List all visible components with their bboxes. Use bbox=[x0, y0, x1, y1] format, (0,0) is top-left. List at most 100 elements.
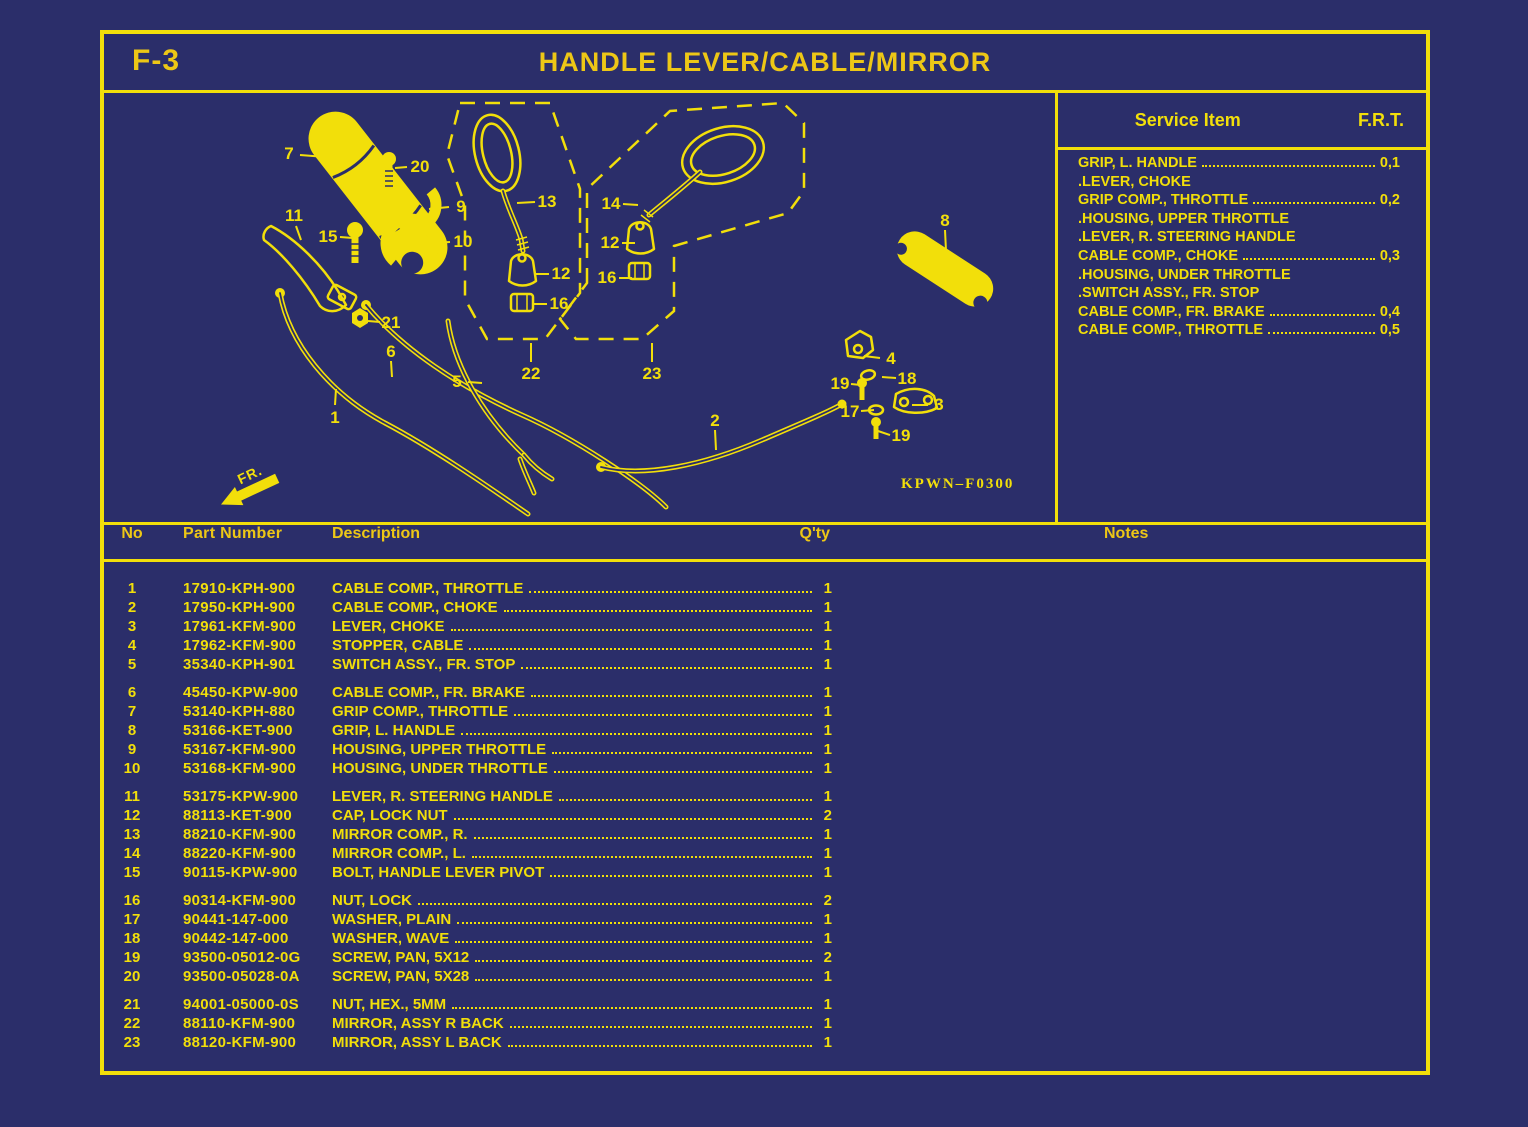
description-text: WASHER, PLAIN bbox=[332, 911, 452, 928]
dotted-leader bbox=[552, 752, 812, 754]
lock-nut-l-part bbox=[627, 261, 652, 281]
cell-no: 3 bbox=[127, 618, 137, 635]
description-text: MIRROR COMP., L. bbox=[332, 845, 466, 862]
fr-direction-arrow: FR. bbox=[220, 462, 280, 506]
callout-leader-line bbox=[299, 154, 327, 158]
diagram-svg: FR. KPWN–F0300 7209101115211312162214121… bbox=[220, 101, 1012, 517]
cell-no: 9 bbox=[127, 741, 137, 758]
description-text: CABLE COMP., FR. BRAKE bbox=[332, 684, 526, 701]
cell-no: 20 bbox=[123, 968, 141, 985]
part-callout-label: 15 bbox=[319, 227, 338, 246]
cell-part-number: 93500-05028-0A bbox=[183, 968, 300, 985]
cell-qty: 1 bbox=[823, 580, 832, 597]
part-callout-label: 11 bbox=[285, 206, 303, 225]
part-callout-label: 19 bbox=[892, 426, 911, 445]
cell-part-number: 45450-KPW-900 bbox=[183, 684, 299, 701]
part-callout-label: 7 bbox=[284, 144, 293, 163]
service-item-title: Service Item bbox=[1134, 109, 1241, 130]
callout-leader-line bbox=[850, 383, 862, 386]
service-item-row: .HOUSING, UNDER THROTTLE bbox=[1058, 267, 1426, 286]
callout-leader-line bbox=[863, 355, 881, 359]
dotted-leader bbox=[514, 714, 812, 716]
description-text: STOPPER, CABLE bbox=[332, 637, 464, 654]
cell-qty: 1 bbox=[823, 930, 832, 947]
cell-qty: 2 bbox=[823, 807, 832, 824]
cell-no: 15 bbox=[123, 864, 141, 881]
description-text: CABLE COMP., CHOKE bbox=[332, 599, 498, 616]
part-callout-label: 20 bbox=[411, 157, 430, 176]
housing-under-part bbox=[380, 213, 440, 273]
part-callout-label: 2 bbox=[710, 411, 719, 430]
cell-part-number: 88220-KFM-900 bbox=[183, 845, 297, 862]
lock-nut-r-part bbox=[509, 292, 535, 313]
part-callout-label: 1 bbox=[330, 408, 339, 427]
dotted-leader bbox=[455, 941, 812, 943]
callout-leader-line bbox=[428, 206, 450, 210]
part-callout-label: 9 bbox=[456, 197, 465, 216]
part-callout-label: 18 bbox=[898, 369, 917, 388]
cell-qty: 1 bbox=[823, 656, 832, 673]
choke-cable-part bbox=[596, 399, 847, 474]
cell-qty: 1 bbox=[823, 864, 832, 881]
cell-no: 19 bbox=[123, 949, 141, 966]
page-code: F-3 bbox=[132, 44, 180, 77]
title-band: F-3 HANDLE LEVER/CABLE/MIRROR bbox=[104, 34, 1426, 93]
table-row: 6 45450-KPW-900 CABLE COMP., FR. BRAKE 1 bbox=[104, 684, 1426, 703]
header-no: No bbox=[121, 525, 143, 542]
callout-leader-line bbox=[339, 236, 354, 239]
part-callout-label: 19 bbox=[831, 374, 850, 393]
callout-leader-line bbox=[430, 241, 451, 244]
description-text: SWITCH ASSY., FR. STOP bbox=[332, 656, 516, 673]
parts-table-header: No Part Number Description Q'ty Notes bbox=[104, 522, 1426, 562]
cell-no: 8 bbox=[127, 722, 137, 739]
cell-no: 14 bbox=[123, 845, 141, 862]
part-callout-label: 6 bbox=[386, 342, 395, 361]
cell-part-number: 17910-KPH-900 bbox=[183, 580, 296, 597]
description-text: GRIP, L. HANDLE bbox=[332, 722, 456, 739]
cell-part-number: 88110-KFM-900 bbox=[183, 1015, 296, 1032]
cell-part-number: 17962-KFM-900 bbox=[183, 637, 297, 654]
cell-no: 6 bbox=[127, 684, 137, 701]
callout-leader-line bbox=[394, 166, 408, 169]
mirror-l-part bbox=[640, 124, 766, 223]
cell-qty: 1 bbox=[823, 1015, 832, 1032]
dotted-leader bbox=[531, 695, 812, 697]
page-frame: F-3 HANDLE LEVER/CABLE/MIRROR bbox=[100, 30, 1430, 1075]
service-item-frt-value: 0,5 bbox=[1379, 322, 1400, 339]
service-item-name: .LEVER, CHOKE bbox=[1078, 173, 1191, 190]
dotted-leader bbox=[450, 629, 812, 631]
table-row-group: 6 45450-KPW-900 CABLE COMP., FR. BRAKE 1 7 53… bbox=[104, 684, 1426, 779]
cell-qty: 1 bbox=[823, 599, 832, 616]
pivot-bolt-part bbox=[347, 222, 363, 263]
hex-nut-part bbox=[352, 308, 368, 328]
callout-leader-line bbox=[295, 225, 302, 241]
cell-qty: 2 bbox=[823, 949, 832, 966]
callout-leader-line bbox=[881, 376, 897, 379]
cell-part-number: 53167-KFM-900 bbox=[183, 741, 297, 758]
part-callout-label: 17 bbox=[841, 402, 860, 421]
dotted-leader bbox=[475, 960, 812, 962]
cell-no: 7 bbox=[127, 703, 137, 720]
cell-qty: 1 bbox=[823, 684, 832, 701]
